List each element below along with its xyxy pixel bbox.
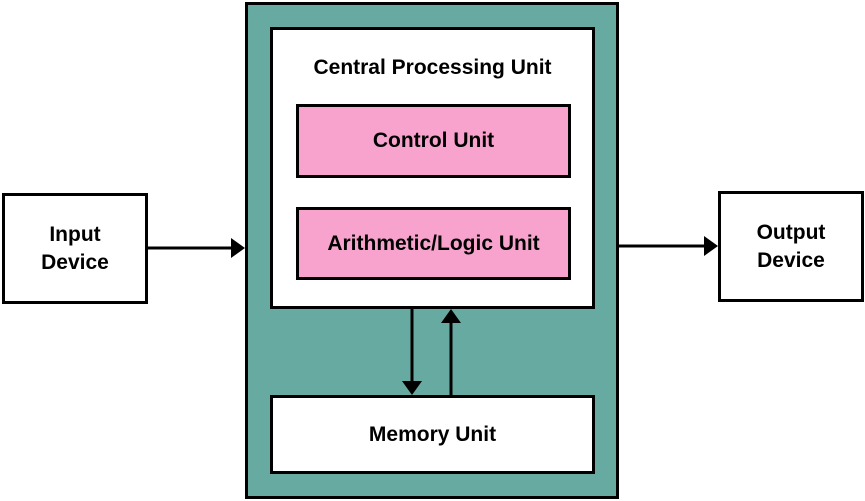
input-device-box: Input Device <box>2 193 148 304</box>
cpu-title: Central Processing Unit <box>313 56 552 79</box>
output-device-box: Output Device <box>718 191 864 302</box>
memory-to-cpu-arrow-head <box>441 309 461 323</box>
output-arrow-head <box>704 236 718 256</box>
memory-unit-box: Memory Unit <box>270 395 595 474</box>
memory-unit-label: Memory Unit <box>368 422 497 446</box>
input-device-label-line2: Device <box>41 250 109 274</box>
input-arrow-head <box>231 238 245 258</box>
input-device-label-line1: Input <box>49 222 101 246</box>
output-device-label-line2: Device <box>757 248 825 272</box>
control-unit-box: Control Unit <box>296 104 571 178</box>
output-device-label-line1: Output <box>756 220 826 244</box>
control-unit-label: Control Unit <box>372 129 495 152</box>
alu-box: Arithmetic/Logic Unit <box>296 207 571 280</box>
cpu-to-memory-arrow-head <box>402 381 422 395</box>
alu-label: Arithmetic/Logic Unit <box>327 231 540 255</box>
